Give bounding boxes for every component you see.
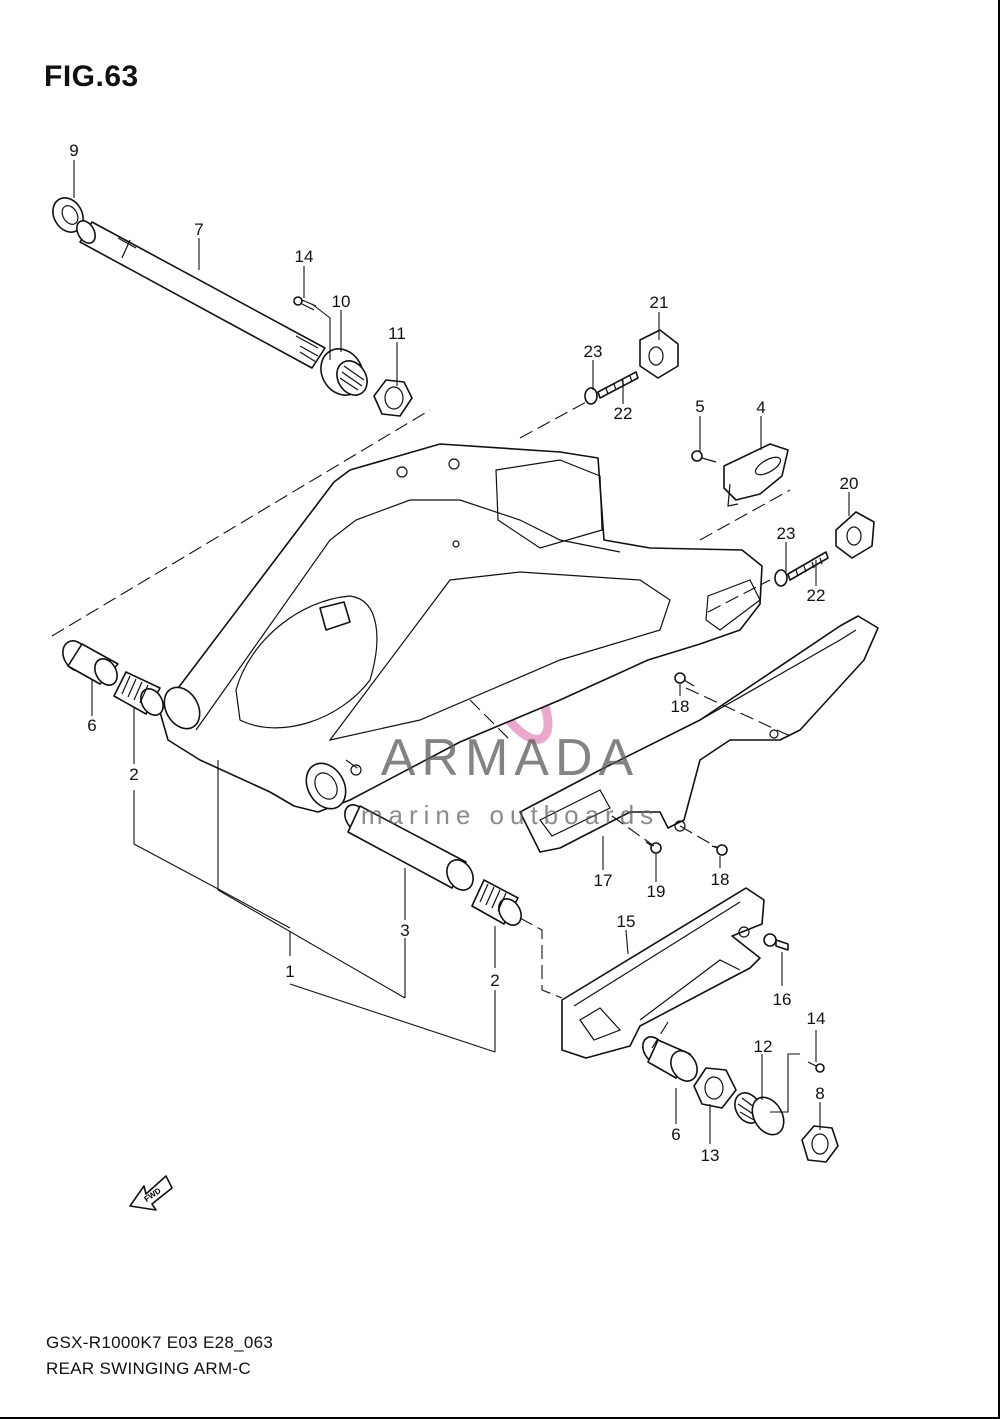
part-3-spacer (344, 804, 474, 891)
callout-14: 14 (295, 247, 314, 266)
callout-23: 23 (584, 342, 603, 361)
fwd-arrow-icon: FWD (129, 1175, 173, 1211)
callout-labels: 9 7 14 10 11 21 23 22 5 4 20 23 22 6 2 1… (69, 141, 858, 1165)
callout-9: 9 (69, 141, 78, 160)
callout-6: 6 (87, 716, 96, 735)
part-11-lock-nut (373, 379, 413, 417)
part-17-chain-guard (519, 615, 879, 853)
figure-title: FIG.63 (44, 60, 139, 93)
part-7-pivot-shaft (76, 220, 326, 369)
callout-2: 2 (129, 765, 138, 784)
part-19-screw (645, 841, 662, 854)
callout-18: 18 (711, 870, 730, 889)
part-20-adjuster-block (835, 511, 875, 559)
part-15-chain-slider (561, 887, 765, 1059)
part-18-screw-upper (674, 672, 695, 687)
callout-10: 10 (332, 292, 351, 311)
part-21-adjuster-block (639, 329, 679, 379)
callout-18: 18 (671, 697, 690, 716)
part-14-bolt-top (293, 296, 317, 311)
callout-4: 4 (756, 398, 765, 417)
part-2-bearing-right (471, 879, 522, 926)
callout-21: 21 (650, 293, 669, 312)
watermark-brand-subtitle: marine outboards (360, 800, 660, 830)
callout-6: 6 (671, 1125, 680, 1144)
part-12-adjuster (734, 1092, 785, 1136)
model-code: GSX-R1000K7 E03 E28_063 (46, 1333, 274, 1352)
part-8-nut (801, 1125, 839, 1163)
assembly-name: REAR SWINGING ARM-C (46, 1359, 251, 1378)
part-18-screw-lower (711, 844, 728, 856)
watermark-brand-name: ARMADA (380, 729, 640, 787)
callout-11: 11 (388, 324, 406, 343)
callout-17: 17 (594, 871, 613, 890)
part-5-screw (691, 450, 717, 463)
callout-16: 16 (773, 990, 792, 1009)
part-2-bearing-left (113, 671, 164, 716)
part-6-collar-right (642, 1036, 698, 1082)
part-23-22-bolt-upper (584, 371, 639, 405)
part-4-bracket (723, 443, 789, 507)
part-14-bolt-bottom (807, 1061, 825, 1073)
callout-8: 8 (815, 1084, 824, 1103)
callout-22: 22 (807, 586, 826, 605)
part-6-collar-left (62, 640, 119, 686)
callout-20: 20 (840, 474, 859, 493)
callout-1: 1 (285, 962, 294, 981)
callout-15: 15 (617, 912, 636, 931)
callout-5: 5 (695, 397, 704, 416)
callout-23: 23 (777, 524, 796, 543)
callout-22: 22 (614, 404, 633, 423)
callout-13: 13 (701, 1146, 720, 1165)
leader-lines (73, 160, 850, 1144)
part-23-22-bolt-right (774, 551, 829, 587)
callout-14: 14 (807, 1009, 826, 1028)
callout-2: 2 (490, 971, 499, 990)
part-10-adjuster (320, 348, 368, 396)
part-16-bolt (763, 933, 789, 951)
part-13-nut (693, 1067, 737, 1109)
callout-3: 3 (400, 921, 409, 940)
callout-19: 19 (647, 882, 666, 901)
callout-12: 12 (754, 1037, 773, 1056)
part-1-swing-arm (159, 443, 763, 813)
assembly-dashed-lines (51, 399, 791, 1049)
callout-7: 7 (194, 220, 203, 239)
